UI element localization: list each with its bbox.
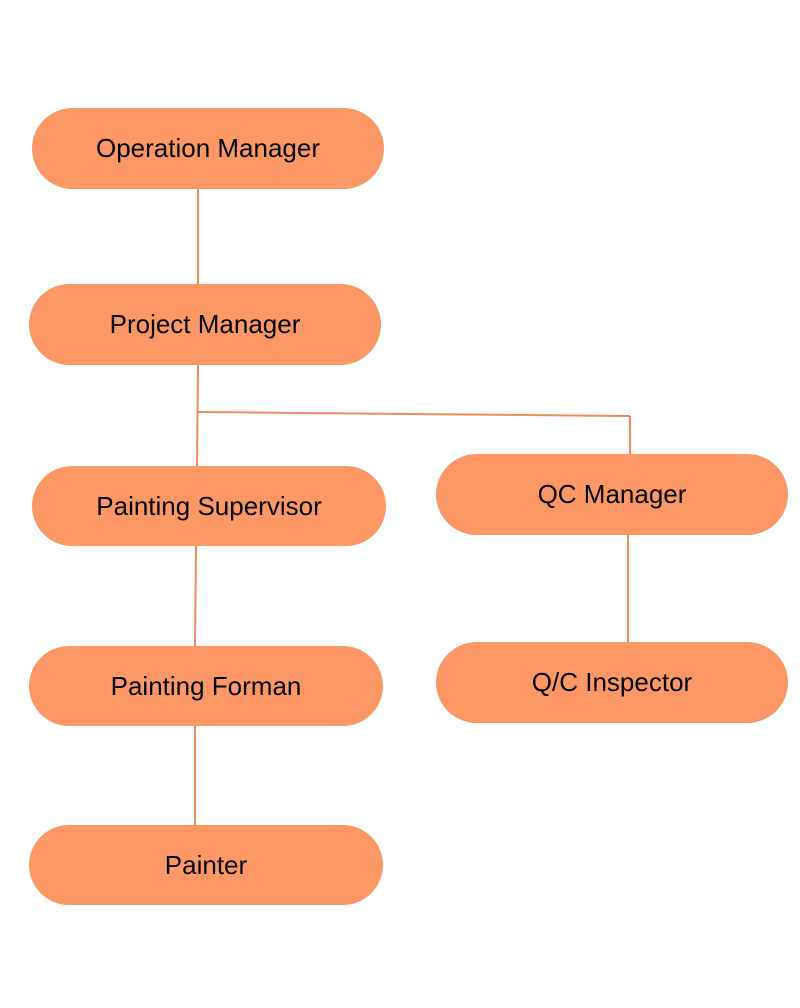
node-painting-forman: Painting Forman <box>29 646 383 726</box>
node-painting-supervisor: Painting Supervisor <box>32 466 386 546</box>
node-project-manager: Project Manager <box>29 284 381 365</box>
node-operation-manager: Operation Manager <box>32 108 384 189</box>
connector-horizontal-branch <box>197 411 631 417</box>
node-qc-manager: QC Manager <box>436 454 788 535</box>
node-painter: Painter <box>29 825 383 905</box>
node-label: Painting Forman <box>110 670 302 701</box>
node-label: Painter <box>164 849 248 880</box>
node-label: Painting Supervisor <box>96 490 322 521</box>
node-label: Project Manager <box>109 309 301 339</box>
node-qc-inspector: Q/C Inspector <box>436 642 788 723</box>
connector-project-to-supervisor <box>196 364 199 467</box>
node-label: Q/C Inspector <box>531 667 693 697</box>
node-label: QC Manager <box>537 479 687 509</box>
connector-supervisor-to-forman <box>194 545 197 647</box>
node-label: Operation Manager <box>95 133 321 163</box>
